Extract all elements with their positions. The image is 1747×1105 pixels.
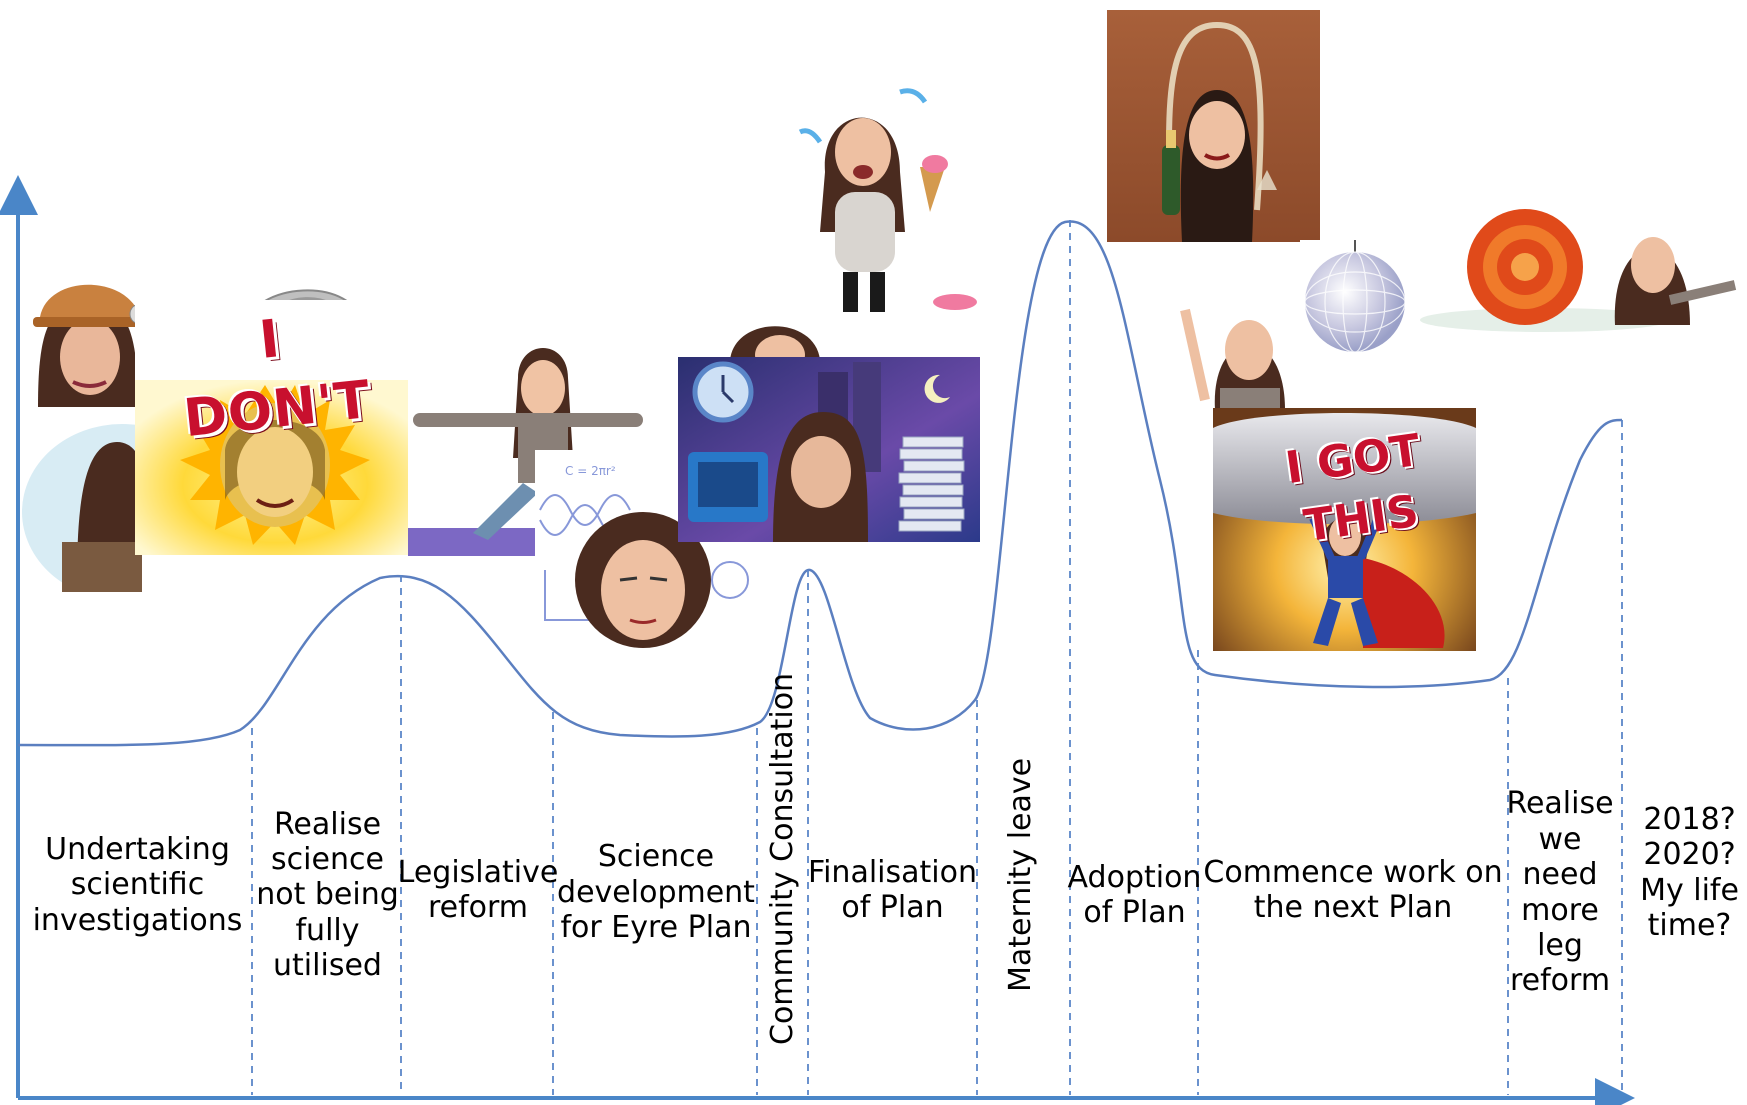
snail-avatar-icon bbox=[1415, 205, 1747, 345]
superhero-avatar-icon bbox=[1213, 408, 1476, 651]
peeking-avatar-icon bbox=[725, 310, 825, 360]
phase-label-science-not-utilised: Realise science not being fully utilised bbox=[256, 806, 399, 984]
sun-avatar-icon bbox=[135, 300, 415, 555]
svg-text:C = 2πr²: C = 2πr² bbox=[565, 464, 616, 478]
phase-label-future: 2018? 2020? My life time? bbox=[1640, 801, 1739, 943]
crying-ice-cream-avatar-icon bbox=[785, 72, 995, 322]
mood-curve bbox=[17, 220, 1623, 747]
phase-label-investigations: Undertaking scientific investigations bbox=[32, 831, 243, 938]
phase-label-adoption: Adoption of Plan bbox=[1067, 859, 1202, 930]
desk-avatar-icon bbox=[22, 412, 142, 592]
phase-label-next-plan: Commence work on the next Plan bbox=[1203, 854, 1503, 925]
night-desk-avatar-icon bbox=[678, 357, 980, 542]
phase-label-more-leg-reform: Realise we need more leg reform bbox=[1506, 786, 1614, 999]
pointing-avatar-icon bbox=[1175, 280, 1310, 410]
phase-label-legislative-reform: Legislative reform bbox=[397, 854, 559, 925]
phase-dividers bbox=[251, 220, 1623, 1095]
hard-hat-avatar-icon bbox=[28, 262, 148, 407]
phase-label-community-consultation: Community Consultation bbox=[765, 672, 800, 1045]
phase-label-finalisation: Finalisation of Plan bbox=[808, 854, 977, 925]
phase-label-science-development: Science development for Eyre Plan bbox=[557, 839, 755, 946]
champagne-avatar-icon bbox=[1107, 10, 1320, 242]
phase-label-maternity-leave: Maternity leave bbox=[1003, 757, 1038, 992]
disco-ball-icon bbox=[1300, 240, 1410, 360]
